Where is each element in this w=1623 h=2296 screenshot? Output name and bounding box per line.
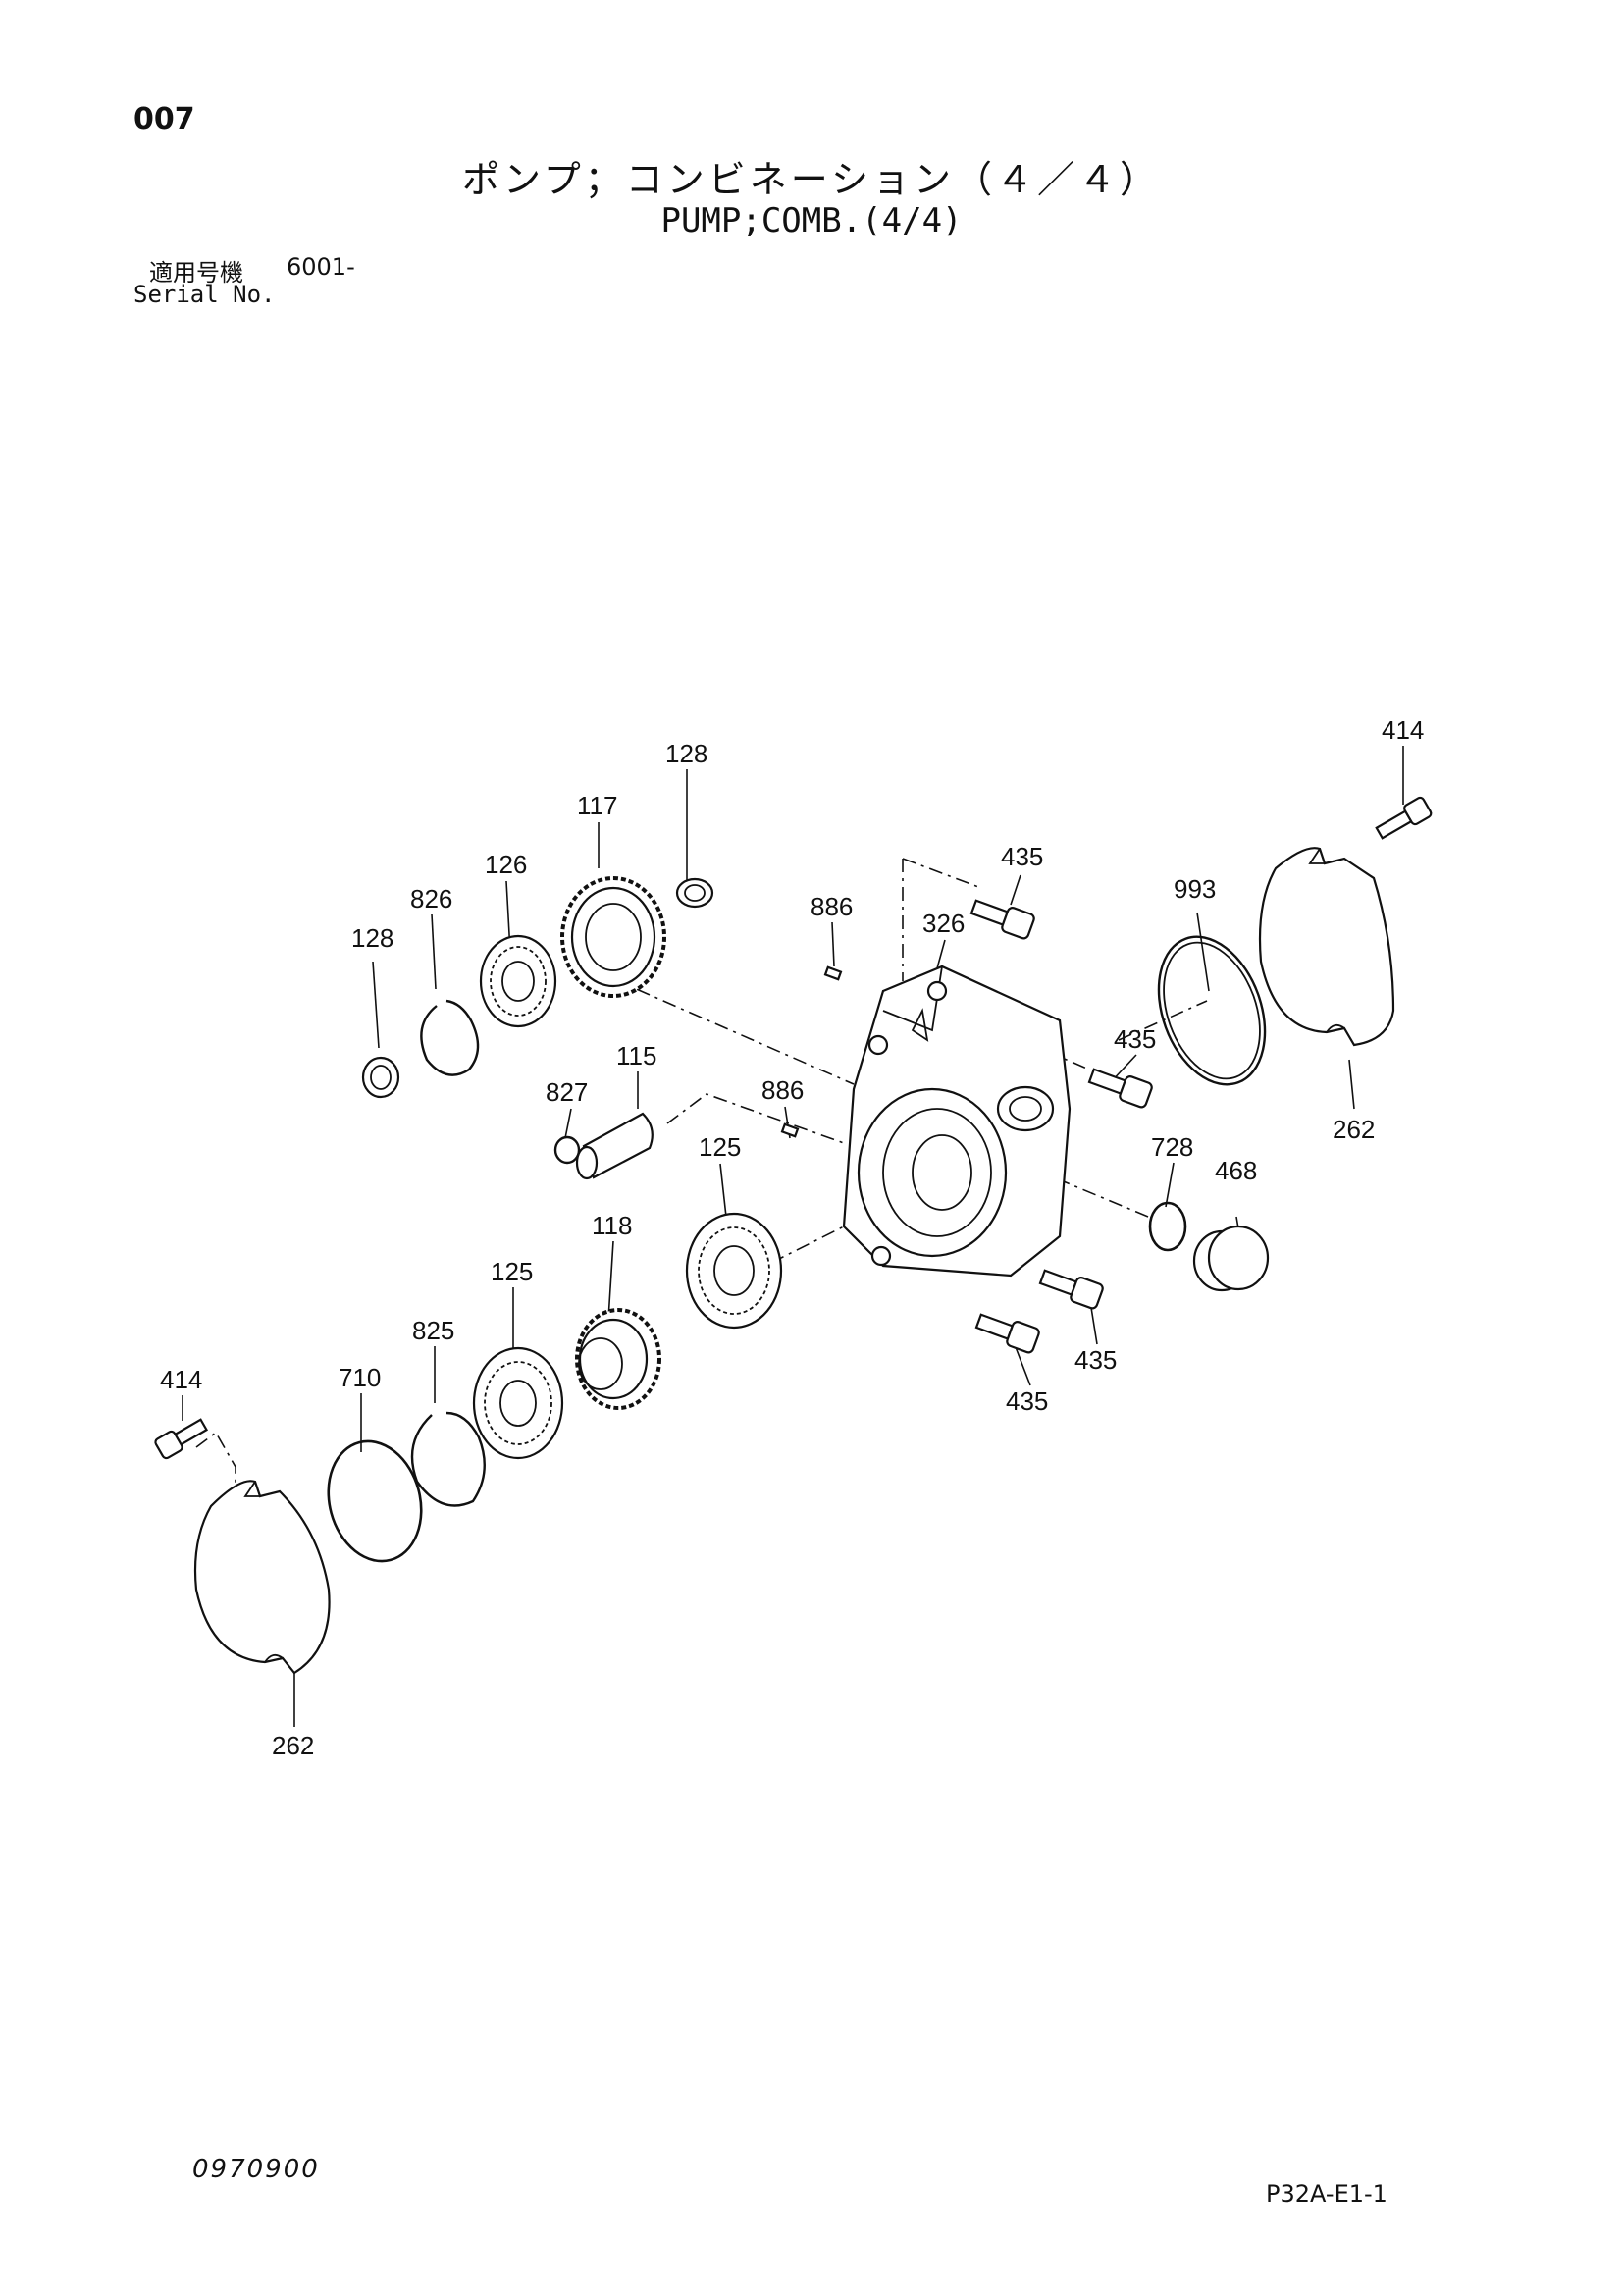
- part-126-bearing: [479, 934, 557, 1028]
- part-262-cover-left: [193, 1480, 331, 1675]
- callout-886-top: 886: [811, 892, 853, 921]
- part-435-screw-low: [1038, 1269, 1104, 1310]
- callout-728: 728: [1151, 1132, 1193, 1162]
- callout-435-bottom: 435: [1006, 1386, 1048, 1416]
- callout-125-left: 125: [491, 1257, 533, 1286]
- part-118-gear: [575, 1308, 661, 1410]
- pump-body-housing: [842, 965, 1072, 1278]
- part-710-o-ring: [327, 1439, 423, 1563]
- part-117-gear: [560, 876, 666, 998]
- callout-710: 710: [339, 1363, 381, 1392]
- callout-labels: 414 128 117 126 826 128 435 886 326 993 …: [160, 715, 1424, 1760]
- callout-886-mid: 886: [761, 1075, 804, 1105]
- part-128-seal-left: [361, 1056, 400, 1099]
- part-414-cap-screw-left: [154, 1418, 209, 1460]
- callout-827: 827: [546, 1077, 588, 1107]
- part-125-bearing-top: [685, 1212, 783, 1330]
- serial-from: 6001-: [287, 253, 355, 281]
- callout-993: 993: [1174, 874, 1216, 904]
- callout-414-left: 414: [160, 1365, 202, 1394]
- part-468-plug: [1192, 1225, 1270, 1292]
- part-826-snap-ring: [420, 999, 480, 1076]
- callout-262-left: 262: [272, 1731, 314, 1760]
- callout-435-low: 435: [1074, 1345, 1117, 1375]
- part-128-seal-top: [675, 877, 714, 909]
- callout-468: 468: [1215, 1156, 1257, 1185]
- part-435-screw-mid: [1087, 1068, 1153, 1109]
- title-japanese: ポンプ；コンビネーション（４／４）: [461, 158, 1162, 201]
- page-number: 007: [133, 102, 195, 136]
- part-435-screw-bottom: [974, 1313, 1040, 1354]
- serial-label-english: Serial No.: [133, 281, 276, 308]
- part-414-cap-screw-top: [1375, 796, 1433, 840]
- part-435-screw-top: [969, 899, 1035, 940]
- callout-826: 826: [410, 884, 452, 913]
- document-code: 0970900: [192, 2155, 320, 2184]
- part-993-o-ring-inner: [1163, 941, 1261, 1080]
- callout-326: 326: [922, 909, 965, 938]
- title-english: PUMP;COMB.(4/4): [660, 201, 963, 240]
- callout-825: 825: [412, 1316, 454, 1345]
- callout-128-top: 128: [665, 739, 707, 768]
- serial-label-japanese: 適用号機: [149, 259, 243, 287]
- callout-262-right: 262: [1333, 1115, 1375, 1144]
- part-993-o-ring: [1157, 935, 1267, 1086]
- callout-115: 115: [616, 1041, 656, 1070]
- part-886-pin-top: [823, 965, 843, 981]
- callout-128-left: 128: [351, 923, 393, 953]
- sheet-id: P32A-E1-1: [1266, 2180, 1387, 2208]
- callout-118: 118: [592, 1211, 632, 1240]
- callout-126: 126: [485, 850, 527, 879]
- part-125-bearing-left: [472, 1346, 564, 1460]
- callout-125-top: 125: [699, 1132, 741, 1162]
- part-728-o-ring: [1148, 1201, 1187, 1252]
- part-115-shaft: [575, 1112, 654, 1180]
- callout-414-top: 414: [1382, 715, 1424, 745]
- part-827-o-ring: [553, 1135, 581, 1165]
- callout-435-top: 435: [1001, 842, 1043, 871]
- part-886-pin-mid: [780, 1122, 800, 1138]
- callout-117: 117: [577, 791, 617, 820]
- callout-435-mid: 435: [1114, 1024, 1156, 1054]
- part-825-snap-ring: [410, 1411, 486, 1507]
- part-262-cover-right: [1258, 847, 1395, 1047]
